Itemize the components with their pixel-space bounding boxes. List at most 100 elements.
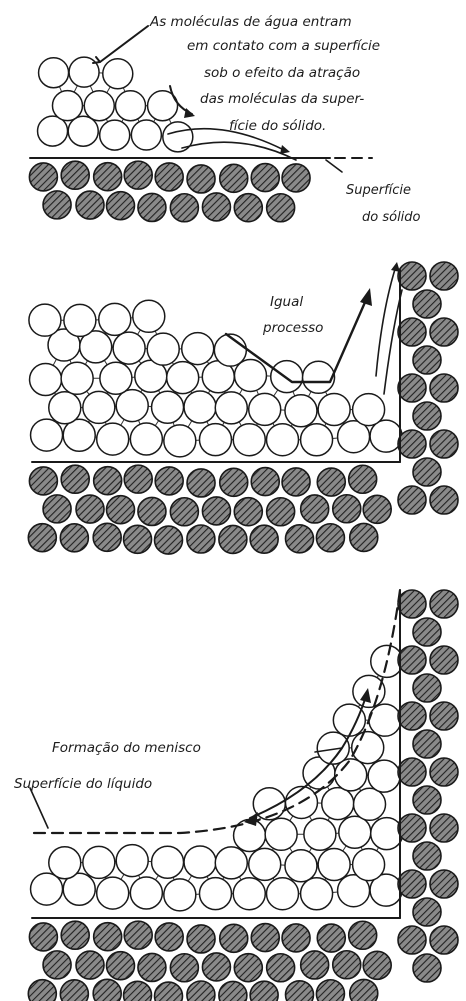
solid-molecule [282, 164, 310, 192]
water-molecules [29, 300, 402, 457]
solid-molecule [219, 981, 247, 1001]
solid-molecule [170, 954, 198, 982]
solid-molecule [301, 951, 329, 979]
solid-molecule [187, 165, 215, 193]
surface-leader [326, 160, 342, 172]
solid-molecule [350, 523, 378, 551]
solid-molecule [413, 290, 441, 318]
solid-molecule [282, 468, 310, 496]
water-molecule [84, 91, 114, 121]
water-molecule [30, 363, 62, 395]
liquid-surface-leader [30, 788, 48, 828]
solid-molecule [170, 194, 198, 222]
solid-molecule [234, 498, 262, 526]
solid-molecule [413, 618, 441, 646]
solid-molecule [430, 318, 458, 346]
water-molecule [69, 57, 99, 87]
solid-molecule [187, 525, 215, 553]
solid-molecule [430, 870, 458, 898]
solid-molecule [267, 498, 295, 526]
solid-molecule [76, 951, 104, 979]
solid-molecule [363, 495, 391, 523]
solid-molecule [251, 164, 279, 192]
solid-molecule [250, 981, 278, 1001]
solid-molecule [94, 923, 122, 951]
solid-molecule [124, 161, 152, 189]
same-process-label-2: processo [262, 320, 323, 336]
solid-molecule [363, 951, 391, 979]
solid-molecule [29, 163, 57, 191]
solid-surface-label-1: Superfície [346, 183, 411, 198]
solid-molecule [187, 981, 215, 1001]
water-molecule [353, 849, 385, 881]
water-molecule [318, 849, 350, 881]
solid-molecule [251, 468, 279, 496]
solid-molecule [61, 465, 89, 493]
solid-molecule [138, 953, 166, 981]
solid-molecule [219, 525, 247, 553]
solid-molecule [398, 486, 426, 514]
water-molecule [233, 878, 265, 910]
top-note-line-3: sob o efeito da atração [204, 65, 360, 81]
solid-molecule [202, 193, 230, 221]
water-molecule [233, 424, 265, 456]
solid-molecule [94, 467, 122, 495]
water-molecule [368, 760, 400, 792]
water-molecule [49, 392, 81, 424]
panel-rising-along-wall: Igual processo [28, 262, 458, 554]
solid-molecule [106, 192, 134, 220]
water-molecule [133, 300, 165, 332]
water-molecules [38, 57, 193, 152]
water-molecule [303, 361, 335, 393]
solid-molecule [349, 465, 377, 493]
solid-molecule [316, 524, 344, 552]
solid-molecule [61, 921, 89, 949]
water-molecule [369, 704, 401, 736]
water-molecule [49, 847, 81, 879]
solid-molecule [398, 318, 426, 346]
water-molecule [182, 333, 214, 365]
water-molecule [184, 391, 216, 423]
solid-molecule [187, 469, 215, 497]
water-molecule [214, 334, 246, 366]
water-molecule [68, 116, 98, 146]
solid-molecule [76, 191, 104, 219]
water-molecule [152, 846, 184, 878]
water-molecule [271, 361, 303, 393]
solid-molecule [398, 374, 426, 402]
water-molecule [353, 394, 385, 426]
water-molecule [267, 424, 299, 456]
water-molecule [99, 303, 131, 335]
water-molecule [301, 424, 333, 456]
solid-molecule [155, 982, 183, 1001]
water-molecule [184, 846, 216, 878]
solid-molecule [43, 951, 71, 979]
panel-initial-contact: As moléculas de água entram em contato c… [29, 14, 420, 225]
solid-molecule [350, 979, 378, 1001]
water-molecule [83, 391, 115, 423]
solid-molecule [349, 921, 377, 949]
water-molecule [249, 848, 281, 880]
water-molecule [353, 675, 385, 707]
top-note-line-4: das moléculas da super- [200, 91, 364, 107]
panel-meniscus-formation: Formação do menisco Superfície do líquid… [14, 590, 458, 1001]
water-molecule [152, 391, 184, 423]
water-molecule [100, 362, 132, 394]
solid-molecule [398, 590, 426, 618]
solid-molecule [413, 402, 441, 430]
solid-molecule [316, 980, 344, 1001]
top-note-line-5: fície do sólido. [229, 118, 326, 134]
solid-molecule [413, 954, 441, 982]
solid-molecule [398, 758, 426, 786]
solid-molecule [398, 430, 426, 458]
water-molecule [199, 878, 231, 910]
solid-molecule [413, 842, 441, 870]
water-molecule [249, 393, 281, 425]
solid-molecule [28, 524, 56, 552]
water-molecule [164, 879, 196, 911]
solid-molecule [43, 191, 71, 219]
solid-molecule [398, 262, 426, 290]
solid-molecule [413, 898, 441, 926]
water-molecule [52, 91, 82, 121]
